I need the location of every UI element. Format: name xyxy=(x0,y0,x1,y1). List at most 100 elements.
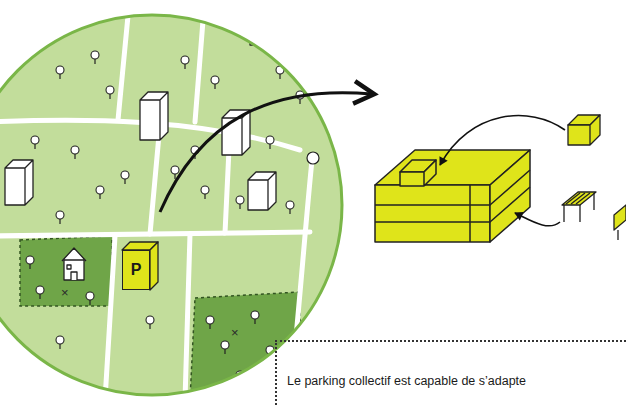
parking-building xyxy=(375,170,530,222)
tree xyxy=(221,341,229,354)
tree-crown xyxy=(86,292,94,300)
curved-arrow xyxy=(440,116,565,226)
building xyxy=(5,160,33,205)
map-lens xyxy=(0,0,360,405)
tree xyxy=(86,292,94,305)
building xyxy=(62,248,86,280)
tree-crown xyxy=(171,166,179,174)
parking-block xyxy=(122,242,158,290)
tree-crown xyxy=(181,56,189,64)
tree-crown xyxy=(26,256,34,264)
tree xyxy=(26,36,304,389)
tree-crown xyxy=(266,136,274,144)
tree xyxy=(56,66,64,79)
parking-building xyxy=(469,185,471,242)
building xyxy=(67,265,77,280)
tree-crown xyxy=(56,211,64,219)
tree-crown xyxy=(211,76,219,84)
shelter-module xyxy=(562,192,596,205)
shelter-module xyxy=(566,193,590,204)
tree-crown xyxy=(91,51,99,59)
node-text: Le parking collectif est capable de s’ad… xyxy=(287,374,620,389)
tree xyxy=(181,56,189,69)
tree xyxy=(26,256,34,269)
curved-arrow xyxy=(515,213,560,226)
garden-patch xyxy=(190,292,300,400)
tree-crown xyxy=(251,311,259,319)
tree-crown xyxy=(106,86,114,94)
tree xyxy=(201,186,209,199)
tree-crown xyxy=(56,66,64,74)
parking-building xyxy=(375,150,530,242)
tree-crown xyxy=(96,186,104,194)
tree xyxy=(91,51,99,64)
tree xyxy=(251,311,259,324)
tree-crown xyxy=(206,316,214,324)
tree xyxy=(106,86,114,99)
curved-arrow xyxy=(440,116,565,165)
parking-box: P xyxy=(122,250,150,290)
road xyxy=(185,234,190,400)
tree xyxy=(286,201,294,214)
map-ground xyxy=(0,0,360,405)
tree xyxy=(206,316,214,329)
parking-building xyxy=(375,185,490,242)
road xyxy=(290,160,312,400)
tree xyxy=(121,171,129,184)
note-box: Le parking collectif est capable de s’ad… xyxy=(275,340,626,405)
tree xyxy=(36,36,44,49)
tree xyxy=(56,336,64,349)
tree-trunk xyxy=(39,43,40,49)
tree xyxy=(236,196,244,209)
tree-crown xyxy=(286,201,294,209)
building xyxy=(140,92,168,140)
road xyxy=(0,232,310,236)
tree-crown xyxy=(56,336,64,344)
road xyxy=(240,0,300,20)
tree-crown xyxy=(121,171,129,179)
building xyxy=(248,172,276,210)
zoom-arrow xyxy=(160,93,372,212)
road xyxy=(0,0,312,400)
tree-trunk xyxy=(239,378,240,384)
tree xyxy=(266,136,274,149)
tree-crown xyxy=(221,341,229,349)
tree xyxy=(36,286,44,299)
cross-mark: × xyxy=(61,286,69,299)
tree-crown xyxy=(146,316,154,324)
tree xyxy=(96,186,104,199)
roundabout xyxy=(307,152,319,164)
parking-building xyxy=(400,160,436,186)
shelter-module xyxy=(562,192,626,240)
shelter-module xyxy=(564,193,594,222)
node-text: P xyxy=(131,261,142,279)
tree-crown xyxy=(31,136,39,144)
tree xyxy=(71,146,79,159)
tree-trunk xyxy=(284,383,285,389)
building xyxy=(222,110,250,155)
lens-outline xyxy=(0,15,342,395)
tree xyxy=(31,136,39,149)
garden-patch xyxy=(20,236,112,306)
cross-mark: × xyxy=(231,326,239,339)
road xyxy=(105,236,115,400)
parking-block xyxy=(150,242,158,290)
tree-crown xyxy=(36,286,44,294)
shelter-module xyxy=(614,205,626,230)
tree-crown xyxy=(236,196,244,204)
road xyxy=(195,0,205,122)
module-box xyxy=(568,115,600,145)
tree-crown xyxy=(36,36,44,44)
tree-crown xyxy=(201,186,209,194)
tree-crown xyxy=(71,146,79,154)
parking-building xyxy=(490,150,530,242)
shelter-module xyxy=(617,230,618,240)
module-box xyxy=(568,115,600,145)
tree xyxy=(211,76,219,89)
tree xyxy=(56,211,64,224)
building xyxy=(250,7,278,45)
tree xyxy=(146,316,154,329)
